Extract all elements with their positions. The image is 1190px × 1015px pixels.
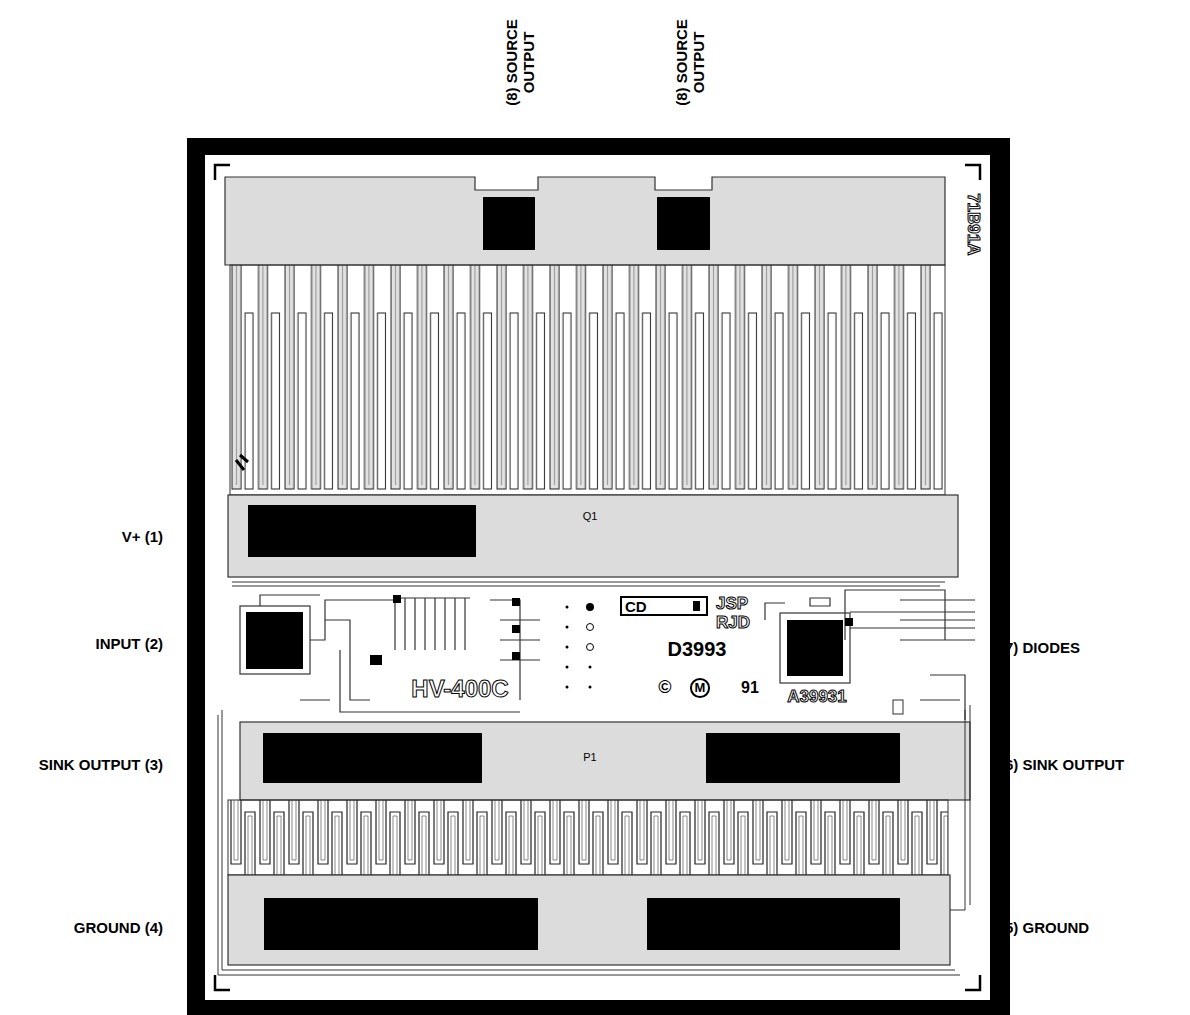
pin-label: (7) DIODES bbox=[1000, 640, 1080, 657]
device-name: Q1 bbox=[583, 510, 598, 522]
pin-label: (6) SINK OUTPUT bbox=[1000, 757, 1124, 774]
pin-label: SINK OUTPUT (3) bbox=[39, 757, 163, 774]
device-name: P1 bbox=[583, 751, 596, 763]
designer-initials: JSP bbox=[716, 595, 748, 614]
designer-initials: RJD bbox=[716, 614, 750, 633]
die-code: 71B91A bbox=[963, 193, 982, 255]
process-name: HV-400C bbox=[411, 676, 508, 702]
pin-label: (5) GROUND bbox=[1000, 920, 1089, 937]
marking-text: CD bbox=[622, 598, 647, 615]
year-mark: 91 bbox=[741, 679, 759, 697]
copyright-mark: © bbox=[658, 678, 671, 698]
pin-label: (8) SOURCE OUTPUT bbox=[674, 14, 707, 110]
part-number: D3993 bbox=[668, 638, 727, 660]
marking-box: CD bbox=[620, 596, 708, 616]
marking-bar bbox=[693, 601, 700, 611]
pin-label: GROUND (4) bbox=[74, 920, 163, 937]
pin-label: INPUT (2) bbox=[96, 636, 164, 653]
pin-label: V+ (1) bbox=[122, 529, 163, 546]
mask-number: A39931 bbox=[787, 688, 847, 707]
pin-label: (8) SOURCE OUTPUT bbox=[504, 14, 537, 110]
